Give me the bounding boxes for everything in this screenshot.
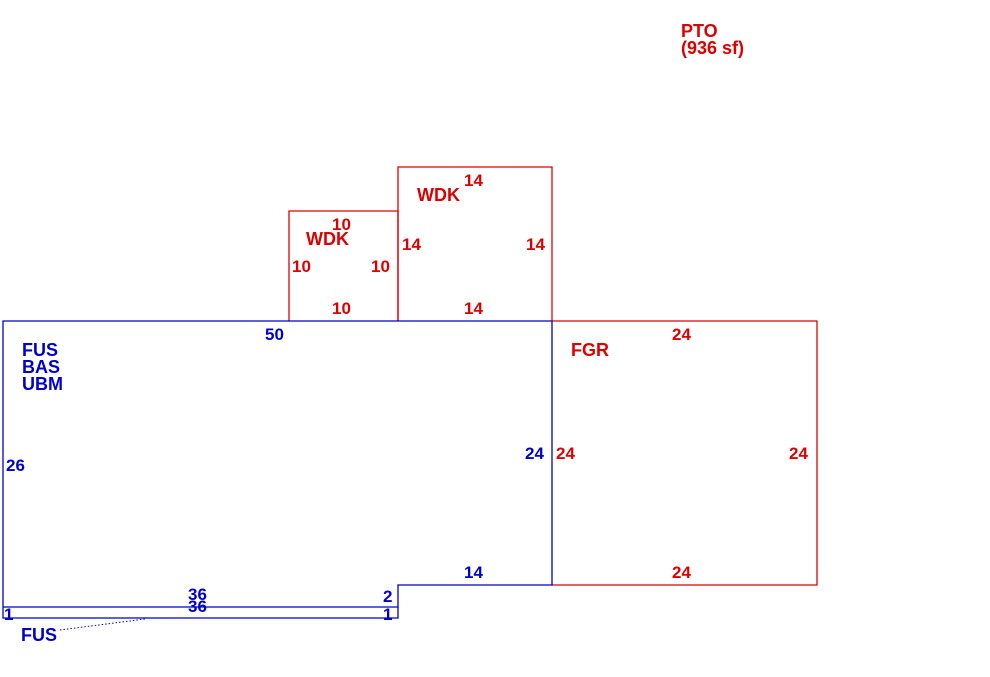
wdk-small: WDK 10 10 10 10: [288, 210, 399, 321]
wdk-large-dim-left: 14: [402, 235, 421, 254]
main-dim-top: 50: [265, 325, 284, 344]
fgr-dim-top: 24: [672, 325, 691, 344]
pto-area: (936 sf): [681, 38, 744, 58]
fgr: FGR 24 24 24 24: [552, 320, 818, 586]
strip-dim-left: 1: [4, 605, 13, 624]
main-dim-bottom: 36: [188, 585, 207, 604]
strip-dim-top: 36: [188, 597, 207, 616]
strip-leader-line: [59, 618, 146, 631]
strip-label: FUS: [21, 625, 57, 645]
strip-outline: [2, 607, 399, 619]
wdk-small-label: WDK: [306, 229, 349, 249]
main-dim-step: 2: [383, 587, 392, 606]
pto-group: PTO (936 sf): [681, 21, 744, 58]
main-dim-right: 24: [525, 444, 544, 463]
pto-label: PTO: [681, 21, 718, 41]
main-label-bas: BAS: [22, 357, 60, 377]
main-dim-left: 26: [6, 456, 25, 475]
wdk-large-outline: [397, 166, 553, 321]
wdk-large: WDK 14 14 14 14: [397, 166, 553, 321]
wdk-large-label: WDK: [417, 185, 460, 205]
main-label-ubm: UBM: [22, 374, 63, 394]
fgr-dim-bottom: 24: [672, 563, 691, 582]
strip-fus: 36 1 1 FUS: [2, 597, 399, 645]
fgr-label: FGR: [571, 340, 609, 360]
main-structure: FUS BAS UBM 50 26 24 14 2 36: [2, 320, 553, 608]
wdk-large-dim-top: 14: [464, 171, 483, 190]
main-dim-lower-right: 14: [464, 563, 483, 582]
wdk-large-dim-right: 14: [526, 235, 545, 254]
wdk-small-dim-right: 10: [371, 257, 390, 276]
wdk-small-dim-bottom: 10: [332, 299, 351, 318]
fgr-dim-left: 24: [556, 444, 575, 463]
fgr-outline: [552, 320, 818, 586]
fgr-dim-right: 24: [789, 444, 808, 463]
wdk-large-dim-bottom: 14: [464, 299, 483, 318]
wdk-small-dim-left: 10: [292, 257, 311, 276]
wdk-small-dim-top: 10: [332, 215, 351, 234]
main-label-fus: FUS: [22, 340, 58, 360]
strip-dim-right: 1: [383, 605, 392, 624]
